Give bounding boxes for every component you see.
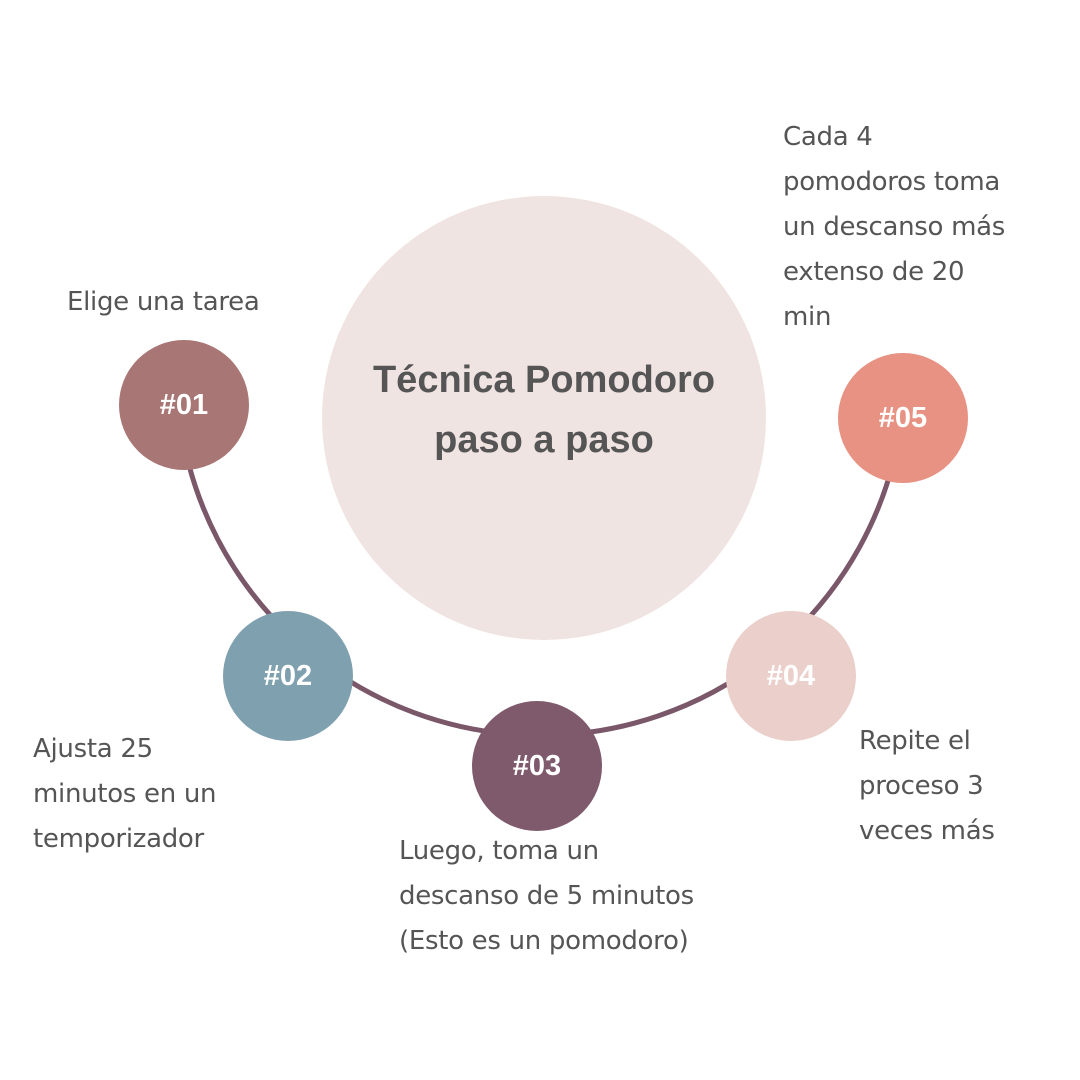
- step-label: #04: [766, 659, 816, 692]
- step-3-description: Luego, toma un descanso de 5 minutos (Es…: [399, 836, 694, 956]
- step-1-description: Elige una tarea: [67, 287, 260, 317]
- step-label: #02: [263, 659, 313, 692]
- center-circle: [322, 196, 766, 640]
- step-label: #05: [878, 401, 928, 434]
- step-circle-5: #05: [838, 353, 968, 483]
- step-4-description: Repite el proceso 3 veces más: [859, 726, 995, 846]
- page-title: Técnica Pomodoro paso a paso: [322, 350, 766, 470]
- title-line-1: Técnica Pomodoro: [372, 359, 716, 401]
- step-2-description: Ajusta 25 minutos en un temporizador: [33, 734, 217, 854]
- step-circle-4: #04: [726, 611, 856, 741]
- step-label: #03: [512, 749, 562, 782]
- step-circle-3: #03: [472, 701, 602, 831]
- step-circle-1: #01: [119, 340, 249, 470]
- step-5-description: Cada 4 pomodoros toma un descanso más ex…: [783, 122, 1005, 332]
- title-line-2: paso a paso: [434, 419, 654, 461]
- step-circle-2: #02: [223, 611, 353, 741]
- step-label: #01: [159, 388, 209, 421]
